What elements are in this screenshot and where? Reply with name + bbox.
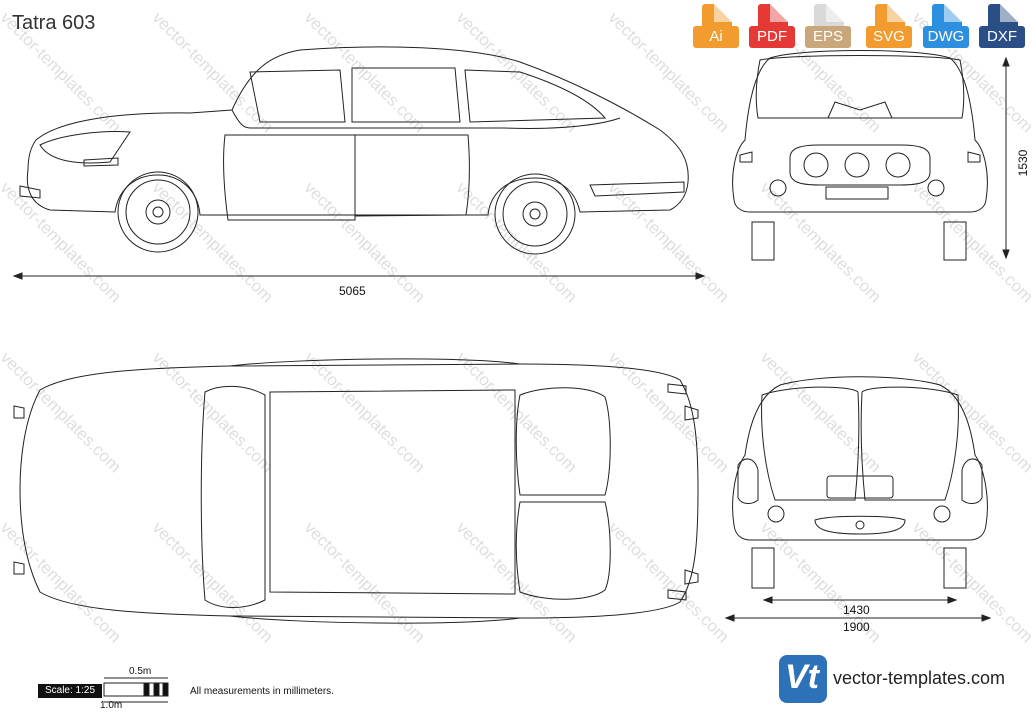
height-dimension: 1530 (1016, 149, 1030, 177)
top-view (13, 358, 699, 624)
format-pdf-badge[interactable]: PDF (749, 4, 795, 54)
scale-half-meter: 0.5m (129, 666, 152, 677)
brand-name[interactable]: vector-templates.com (833, 668, 1006, 688)
track-dimension: 1430 (843, 603, 870, 617)
width-dimension: 1900 (843, 620, 870, 634)
format-badges: Ai PDF EPS SVG DWG DXF (693, 4, 1033, 54)
format-svg-badge[interactable]: SVG (866, 4, 912, 54)
page-title: Tatra 603 (12, 12, 96, 34)
format-ai-badge[interactable]: Ai (693, 4, 739, 54)
measurement-note: All measurements in millimeters. (190, 686, 334, 697)
brand-logo[interactable]: Vt (779, 655, 827, 703)
front-view-bottom (724, 376, 992, 622)
length-dimension: 5065 (339, 284, 366, 298)
side-view (12, 46, 706, 280)
scale-one-meter: 1.0m (100, 700, 123, 711)
format-eps-badge[interactable]: EPS (805, 4, 851, 54)
scale-label: Scale: 1:25 (38, 684, 102, 698)
rear-view-top (732, 50, 1010, 261)
scale-bar (103, 677, 169, 703)
format-dxf-badge[interactable]: DXF (979, 4, 1025, 54)
format-dwg-badge[interactable]: DWG (923, 4, 969, 54)
